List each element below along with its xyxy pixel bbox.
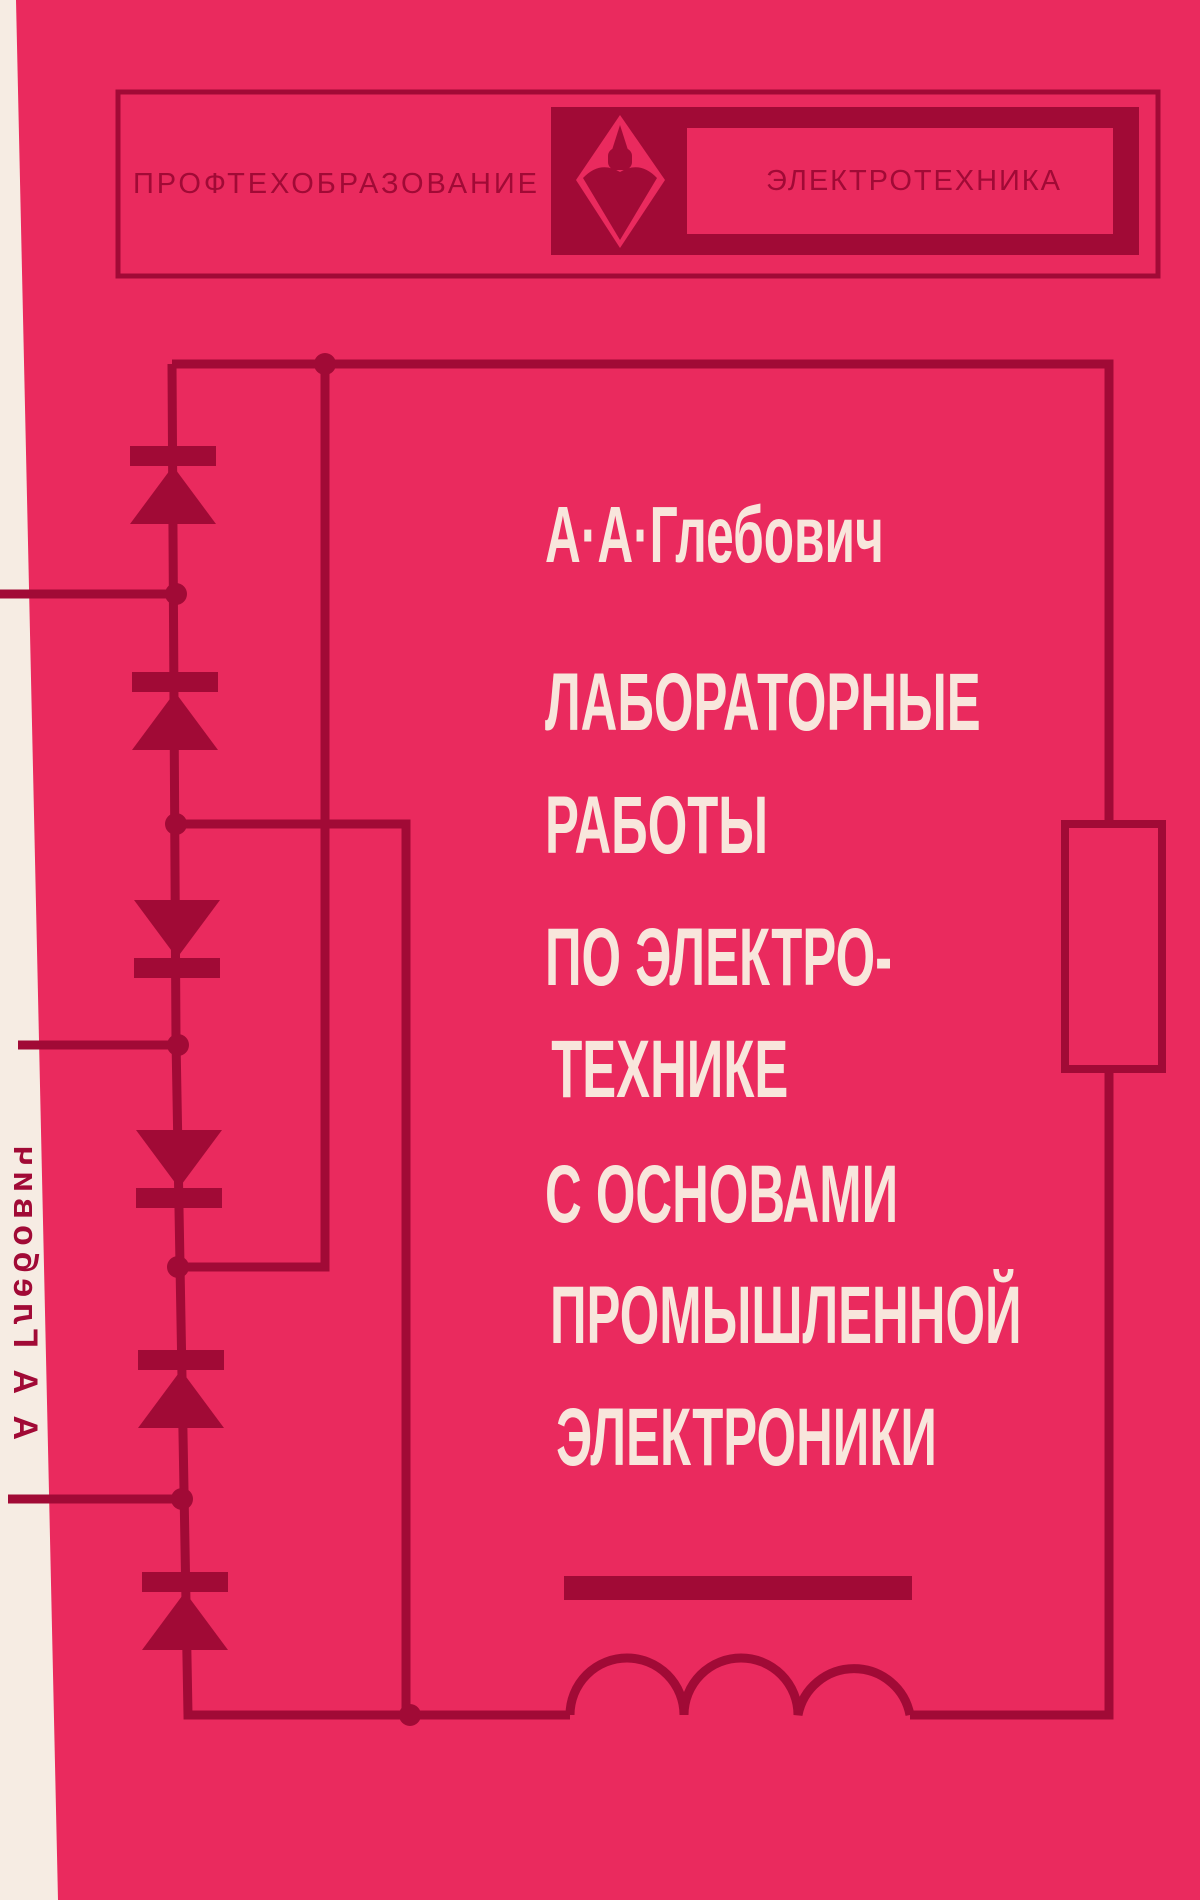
title-line: ЛАБОРАТОРНЫЕ [545, 657, 981, 748]
series-right-label: ЭЛЕКТРОТЕХНИКА [766, 165, 1061, 197]
title-line: ЭЛЕКТРОНИКИ [556, 1392, 937, 1483]
author-name: А·А·Глебович [545, 491, 884, 580]
spine: А А Глебович [6, 1139, 44, 1440]
title-line: РАБОТЫ [545, 780, 768, 871]
title-line: ПО ЭЛЕКТРО- [545, 912, 892, 1003]
thick-bar [564, 1576, 912, 1600]
title-line: ПРОМЫШЛЕННОЙ [550, 1267, 1022, 1361]
spine-author: А А Глебович [6, 1139, 44, 1440]
series-left-label: ПРОФТЕХОБРАЗОВАНИЕ [133, 168, 538, 200]
title-line: ТЕХНИКЕ [551, 1024, 788, 1115]
title-line: С ОСНОВАМИ [545, 1149, 898, 1240]
